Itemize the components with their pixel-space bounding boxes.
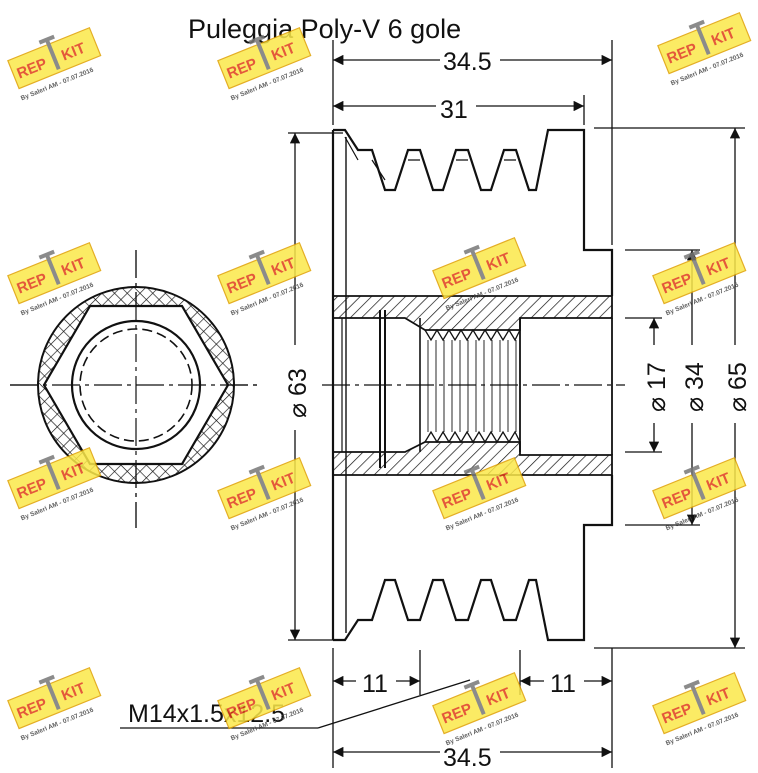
dim-groove-length: 31 (440, 96, 468, 124)
end-view (10, 250, 262, 528)
wrench-icon (38, 674, 61, 711)
wrench-icon (683, 464, 706, 501)
dim-diameter-flange: ⌀ 65 (724, 362, 752, 412)
wrench-icon (683, 249, 706, 286)
dim-hub-right: 11 (550, 670, 576, 698)
wrench-icon (463, 464, 486, 501)
dim-diameter-bore: ⌀ 17 (643, 362, 671, 412)
dim-hub-left: 11 (362, 670, 388, 698)
wrench-icon (38, 454, 61, 491)
wrench-icon (38, 249, 61, 286)
wrench-icon (463, 244, 486, 281)
pulley-section-view (322, 128, 625, 642)
dim-diameter-hub: ⌀ 34 (681, 362, 709, 412)
wrench-icon (463, 679, 486, 716)
wrench-icon (248, 34, 271, 71)
wrench-icon (683, 679, 706, 716)
dim-overall-length-top: 34.5 (443, 48, 492, 76)
dim-diameter-grooves: ⌀ 63 (284, 368, 312, 418)
wrench-icon (248, 674, 271, 711)
wrench-icon (688, 19, 711, 56)
drawing-title: Puleggia Poly-V 6 gole (188, 14, 461, 44)
wrench-icon (248, 464, 271, 501)
dim-overall-length-bottom: 34.5 (443, 744, 492, 772)
wrench-icon (38, 34, 61, 71)
wrench-icon (248, 249, 271, 286)
